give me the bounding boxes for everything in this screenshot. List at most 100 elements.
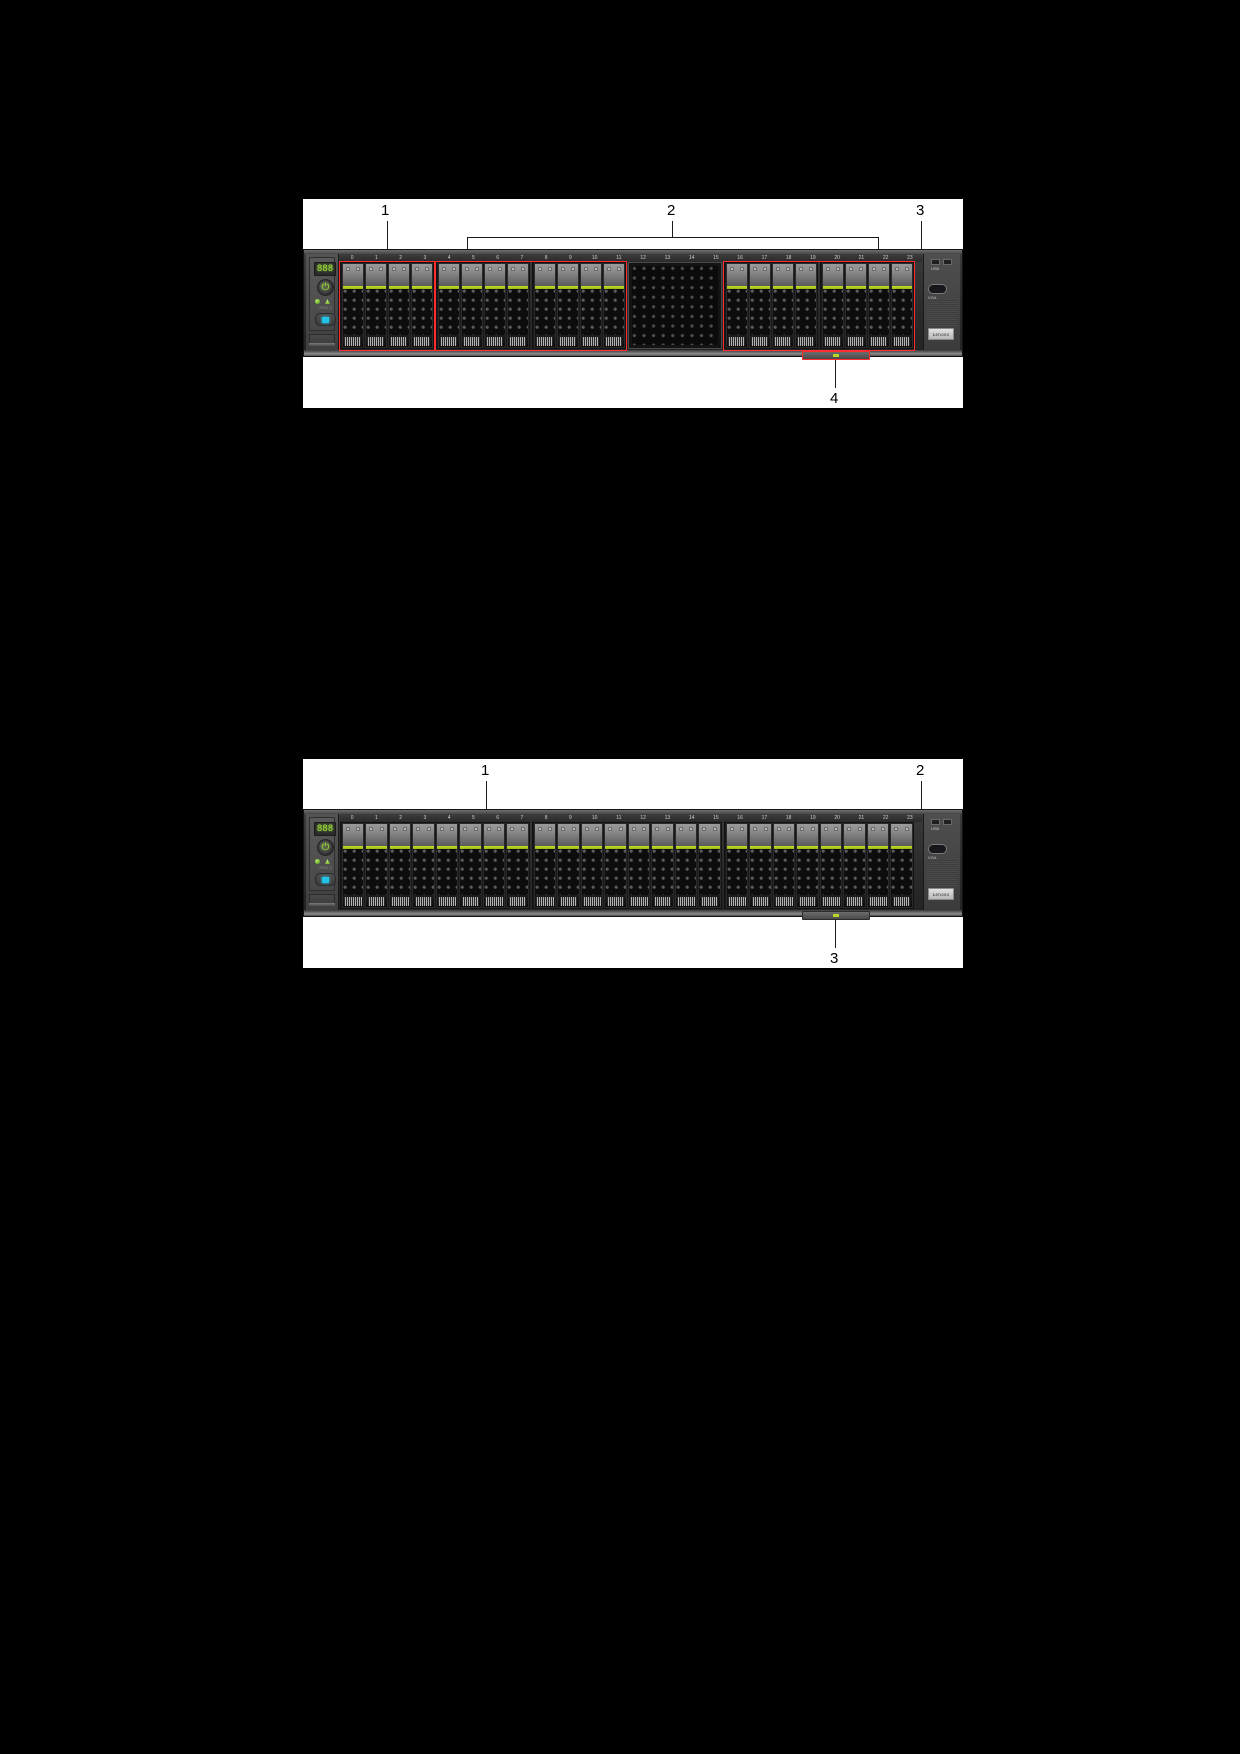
drive-handle[interactable] <box>436 824 457 847</box>
drive-bay[interactable] <box>725 823 748 908</box>
drive-group-e[interactable] <box>820 262 914 349</box>
drive-handle[interactable] <box>772 264 793 287</box>
drive-bay[interactable] <box>890 823 913 908</box>
drive-bay[interactable] <box>580 823 603 908</box>
drive-handle[interactable] <box>342 824 363 847</box>
drive-bay[interactable] <box>843 823 866 908</box>
drive-bay[interactable] <box>748 263 771 348</box>
drive-group-c[interactable] <box>724 822 914 909</box>
drive-handle[interactable] <box>389 824 410 847</box>
drive-bay[interactable] <box>435 823 458 908</box>
drive-bay[interactable] <box>364 263 387 348</box>
drive-bay[interactable] <box>821 263 844 348</box>
drive-bay[interactable] <box>890 263 913 348</box>
drive-bay[interactable] <box>387 263 410 348</box>
drive-bay[interactable] <box>412 823 435 908</box>
drive-bay[interactable] <box>844 263 867 348</box>
drive-bay[interactable] <box>437 263 460 348</box>
power-button[interactable]: ⏻ <box>317 279 334 296</box>
drive-handle[interactable] <box>820 824 841 847</box>
drive-group-b[interactable] <box>436 262 530 349</box>
usb-port-1[interactable] <box>931 819 940 825</box>
drive-handle[interactable] <box>675 824 696 847</box>
usb-port-row[interactable]: USB <box>927 817 957 831</box>
front-control-panel[interactable]: 888 ⏻ FED C <box>306 254 339 350</box>
drive-handle[interactable] <box>366 824 387 847</box>
drive-bay[interactable] <box>365 823 388 908</box>
drive-handle[interactable] <box>558 824 579 847</box>
chassis-pull-out-tab[interactable] <box>802 911 870 920</box>
drive-handle[interactable] <box>580 264 601 287</box>
drive-handle[interactable] <box>483 824 504 847</box>
drive-handle[interactable] <box>726 264 747 287</box>
control-panel-pull-handle[interactable] <box>309 343 335 346</box>
drive-handle[interactable] <box>557 264 578 287</box>
drive-bay[interactable] <box>771 263 794 348</box>
drive-handle[interactable] <box>891 824 912 847</box>
drive-handle[interactable] <box>797 824 818 847</box>
drive-group-d[interactable] <box>724 262 818 349</box>
drive-bay[interactable] <box>341 263 364 348</box>
drive-handle[interactable] <box>484 264 505 287</box>
drive-bay[interactable] <box>533 823 556 908</box>
drive-handle[interactable] <box>388 264 409 287</box>
usb-port-row[interactable]: USB <box>927 257 957 271</box>
drive-handle[interactable] <box>726 824 747 847</box>
control-panel-pull-handle[interactable] <box>309 903 335 906</box>
drive-handle[interactable] <box>411 264 432 287</box>
drive-handle[interactable] <box>342 264 363 287</box>
drive-handle[interactable] <box>581 824 602 847</box>
drive-group-a[interactable] <box>340 822 530 909</box>
drive-handle[interactable] <box>534 824 555 847</box>
drive-bay[interactable] <box>483 263 506 348</box>
drive-handle[interactable] <box>795 264 816 287</box>
drive-handle[interactable] <box>534 264 555 287</box>
drive-handle[interactable] <box>413 824 434 847</box>
power-button[interactable]: ⏻ <box>317 839 334 856</box>
drive-bay[interactable] <box>772 823 795 908</box>
drive-bay[interactable] <box>602 263 625 348</box>
usb-port-1[interactable] <box>931 259 940 265</box>
drive-handle[interactable] <box>844 824 865 847</box>
drive-handle[interactable] <box>845 264 866 287</box>
chassis-pull-out-tab[interactable] <box>802 351 870 360</box>
drive-bay[interactable] <box>557 823 580 908</box>
drive-handle[interactable] <box>507 264 528 287</box>
drive-bay-filler-module[interactable] <box>628 262 722 349</box>
drive-group-b[interactable] <box>532 822 722 909</box>
vga-port[interactable] <box>928 284 947 294</box>
drive-bay[interactable] <box>341 823 364 908</box>
front-io-panel[interactable]: USB VGA Lenovo <box>923 814 960 910</box>
drive-handle[interactable] <box>605 824 626 847</box>
drive-handle[interactable] <box>365 264 386 287</box>
drive-bay[interactable] <box>604 823 627 908</box>
drive-handle[interactable] <box>891 264 912 287</box>
drive-handle[interactable] <box>460 824 481 847</box>
drive-bay[interactable] <box>651 823 674 908</box>
drive-bay[interactable] <box>698 823 721 908</box>
drive-bay[interactable] <box>674 823 697 908</box>
drive-bay[interactable] <box>410 263 433 348</box>
drive-handle[interactable] <box>868 264 889 287</box>
drive-bay[interactable] <box>866 823 889 908</box>
front-io-panel[interactable]: USB VGA Lenovo <box>923 254 960 350</box>
drive-handle[interactable] <box>822 264 843 287</box>
drive-bay[interactable] <box>533 263 556 348</box>
drive-bay[interactable] <box>819 823 842 908</box>
drive-bay[interactable] <box>388 823 411 908</box>
drive-bay[interactable] <box>749 823 772 908</box>
drive-handle[interactable] <box>699 824 720 847</box>
drive-bay[interactable] <box>459 823 482 908</box>
drive-handle[interactable] <box>867 824 888 847</box>
drive-handle[interactable] <box>773 824 794 847</box>
drive-handle[interactable] <box>652 824 673 847</box>
drive-handle[interactable] <box>603 264 624 287</box>
drive-bay[interactable] <box>506 823 529 908</box>
drive-handle[interactable] <box>628 824 649 847</box>
drive-group-a[interactable] <box>340 262 434 349</box>
usb-port-2[interactable] <box>943 259 952 265</box>
drive-bay[interactable] <box>579 263 602 348</box>
drive-bay[interactable] <box>794 263 817 348</box>
identification-led-button[interactable] <box>315 873 336 886</box>
drive-bay[interactable] <box>627 823 650 908</box>
